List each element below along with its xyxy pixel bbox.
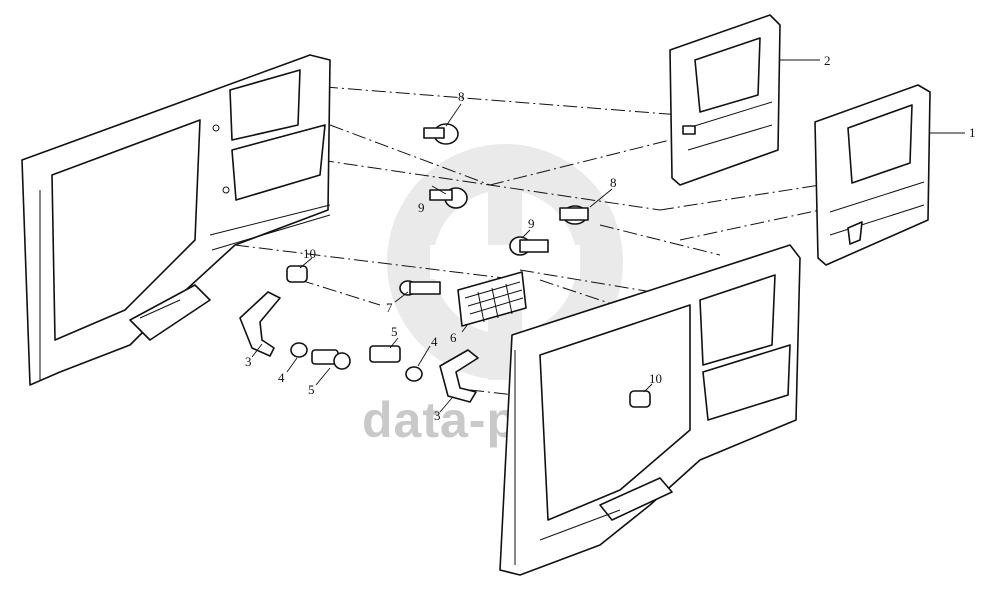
clip-part-9-upper	[429, 187, 468, 209]
callout-4-left: 4	[278, 370, 285, 385]
spring-part-5-left	[311, 349, 351, 370]
right-door-frame	[499, 244, 801, 576]
bushing-part-10-left	[286, 265, 308, 283]
clip-part-8-upper	[423, 123, 459, 145]
clip-part-9-middle	[509, 236, 549, 256]
left-door-frame	[21, 54, 331, 386]
door-trim-panel-1	[814, 84, 931, 266]
callout-5-right: 5	[391, 324, 398, 339]
callout-3-left: 3	[245, 354, 252, 369]
callout-2: 2	[824, 53, 831, 68]
grille-part-6	[457, 271, 527, 327]
callout-9-upper: 9	[418, 200, 425, 215]
callout-5-left: 5	[308, 382, 315, 397]
callout-10-left: 10	[303, 246, 316, 261]
spring-part-5-right	[369, 345, 401, 363]
callout-10-right: 10	[649, 371, 662, 386]
callout-4-right: 4	[431, 334, 438, 349]
callout-8-right: 8	[610, 175, 617, 190]
fastener-part-7	[399, 280, 441, 296]
callout-3-right: 3	[434, 408, 441, 423]
door-trim-panel-2	[669, 14, 781, 186]
callout-6: 6	[450, 330, 457, 345]
bracket-part-3-left	[239, 291, 281, 357]
leader-lines	[251, 59, 965, 413]
callout-9-middle: 9	[528, 216, 535, 231]
bracket-part-3-right	[439, 349, 479, 403]
callout-labels: 1 2 3 3 4 4 5 5 6 7 8 8 9 9 10 10	[245, 53, 976, 423]
clip-part-8-right	[559, 205, 589, 225]
callout-7: 7	[386, 300, 393, 315]
washer-part-4-left	[290, 342, 308, 358]
bushing-part-10-right	[629, 390, 651, 408]
callout-1: 1	[969, 125, 976, 140]
callout-8-upper: 8	[458, 89, 465, 104]
washer-part-4-right	[405, 366, 423, 382]
